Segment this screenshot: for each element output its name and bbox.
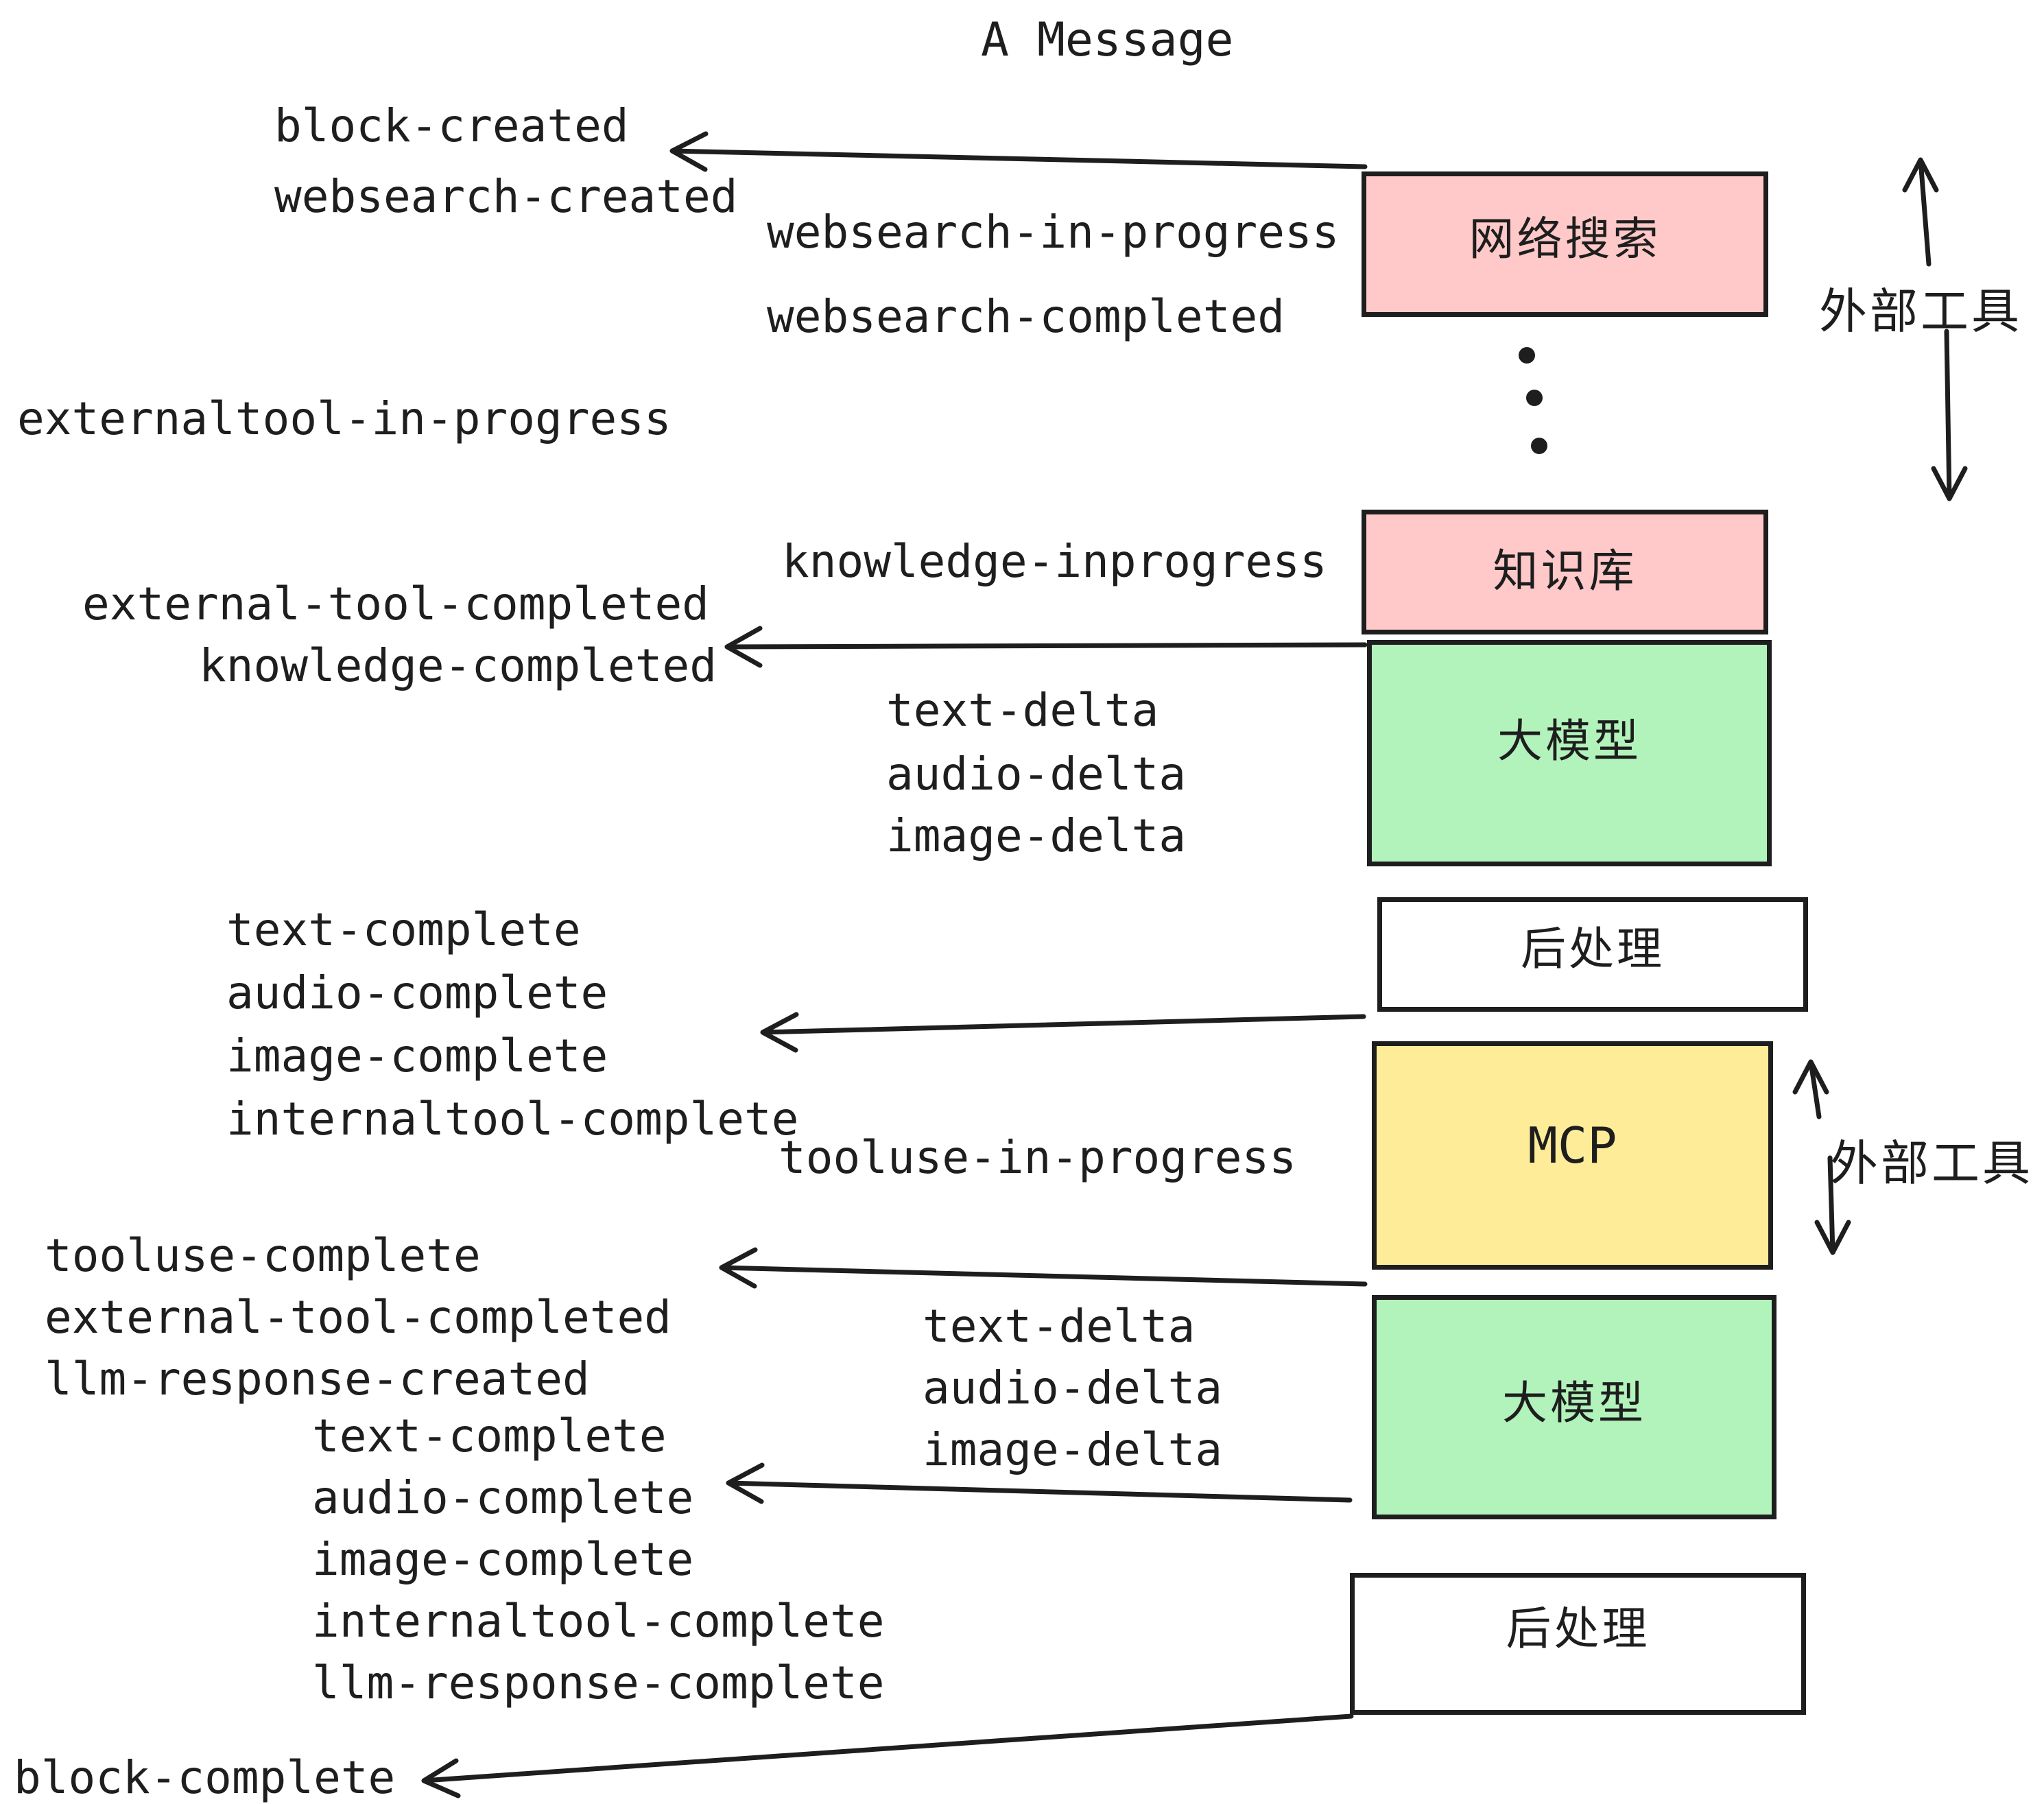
arrow-tooluse-complete	[719, 1247, 1368, 1289]
arrow-websearch-created	[669, 131, 1368, 172]
event-knowledge-completed: knowledge-completed	[199, 639, 717, 692]
box-llm-1: 大模型	[1367, 640, 1772, 866]
event-text-delta: text-delta	[886, 684, 1159, 737]
box-post-2: 后处理	[1350, 1573, 1806, 1715]
arrow-external-tools-1-up	[1902, 157, 1939, 267]
event-text-complete-2: text-complete	[312, 1410, 667, 1462]
event-audio-complete-2: audio-complete	[312, 1471, 694, 1524]
event-knowledge-inprogress: knowledge-inprogress	[782, 535, 1327, 588]
event-websearch-created: websearch-created	[274, 170, 738, 223]
event-image-complete-2: image-complete	[312, 1533, 694, 1586]
box-websearch-label: 网络搜索	[1469, 213, 1661, 265]
event-tooluse-in-progress: tooluse-in-progress	[779, 1131, 1296, 1184]
event-audio-delta-2: audio-delta	[923, 1362, 1223, 1414]
box-llm-1-label: 大模型	[1497, 715, 1641, 768]
ellipsis-dot	[1526, 390, 1543, 406]
box-websearch: 网络搜索	[1362, 171, 1768, 317]
event-block-created: block-created	[274, 99, 629, 152]
event-external-tool-completed: external-tool-completed	[82, 578, 709, 630]
event-llm-response-created: llm-response-created	[45, 1353, 590, 1405]
event-internaltool-complete-2: internaltool-complete	[312, 1595, 885, 1648]
event-tooluse-complete: tooluse-complete	[45, 1229, 481, 1282]
arrow-knowledge-completed	[724, 626, 1368, 668]
external-tools-annotation-2: 外部工具	[1830, 1135, 2033, 1191]
box-post-1-label: 后处理	[1521, 922, 1665, 975]
event-audio-delta: audio-delta	[886, 748, 1187, 800]
event-image-delta: image-delta	[886, 809, 1187, 862]
event-external-tool-completed-2: external-tool-completed	[45, 1291, 672, 1344]
box-knowledge-label: 知识库	[1493, 545, 1637, 597]
arrow-external-tools-1-down	[1931, 329, 1968, 501]
external-tools-annotation-1: 外部工具	[1819, 283, 2022, 340]
diagram-title: A Message	[981, 13, 1234, 67]
box-llm-2-label: 大模型	[1502, 1376, 1646, 1429]
event-image-complete: image-complete	[226, 1030, 608, 1082]
box-post-2-label: 后处理	[1506, 1602, 1650, 1655]
arrow-internal-complete	[760, 1012, 1366, 1053]
event-audio-complete: audio-complete	[226, 966, 608, 1019]
event-externaltool-in-progress: externaltool-in-progress	[17, 392, 672, 445]
event-websearch-in-progress: websearch-in-progress	[767, 206, 1340, 259]
arrow-external-tools-2-up	[1792, 1059, 1829, 1119]
event-llm-response-complete: llm-response-complete	[312, 1657, 885, 1709]
event-image-delta-2: image-delta	[923, 1423, 1223, 1476]
ellipsis-dot	[1519, 347, 1535, 364]
box-mcp-label: MCP	[1528, 1116, 1617, 1174]
event-block-complete: block-complete	[14, 1751, 396, 1804]
arrow-block-complete	[421, 1713, 1354, 1799]
box-post-1: 后处理	[1377, 897, 1808, 1012]
event-text-delta-2: text-delta	[923, 1300, 1196, 1353]
box-llm-2: 大模型	[1372, 1295, 1776, 1519]
event-websearch-completed: websearch-completed	[767, 290, 1285, 343]
ellipsis-dot	[1531, 438, 1547, 454]
event-internaltool-complete: internaltool-complete	[226, 1093, 799, 1146]
box-knowledge: 知识库	[1362, 510, 1768, 634]
box-mcp: MCP	[1372, 1041, 1773, 1270]
event-text-complete: text-complete	[226, 903, 581, 956]
